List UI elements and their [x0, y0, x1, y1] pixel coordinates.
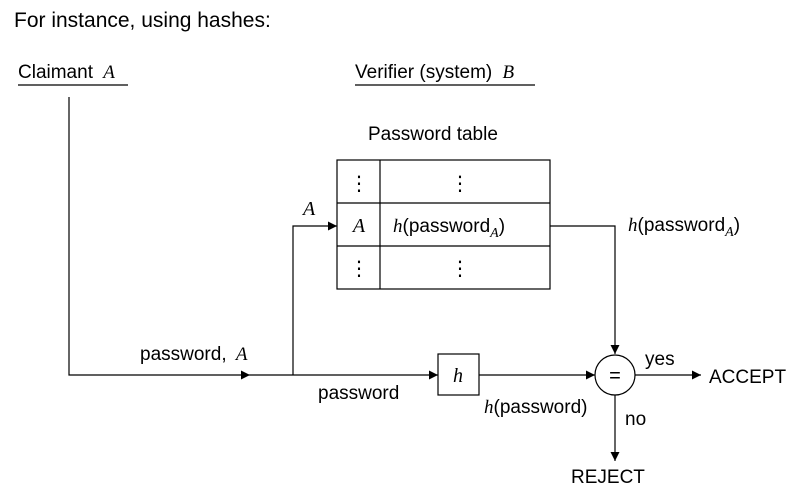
edge-label-password-a: password, A: [140, 344, 248, 365]
edge-label-no: no: [625, 409, 646, 430]
edge-label-password: password: [318, 383, 399, 404]
hash-box: h: [437, 353, 480, 396]
edge-table-to-compare: [550, 225, 620, 354]
verifier-label: Verifier (system): [355, 62, 492, 83]
compare-node: =: [594, 354, 636, 396]
svg-text:=: =: [609, 365, 621, 387]
outcome-accept: ACCEPT: [709, 367, 786, 388]
table-row-key: A: [351, 215, 366, 237]
password-table: ⋮ ⋮ ⋮ ⋮ A h(passwordA): [336, 159, 551, 290]
edge-branch-to-table: [292, 221, 337, 375]
svg-text:h: h: [453, 365, 463, 387]
edge-claimant-to-verifier: [68, 97, 438, 380]
table-vdots: ⋮: [450, 258, 470, 280]
table-row-value: h(passwordA): [393, 216, 505, 241]
claimant-label: Claimant: [18, 62, 94, 83]
svg-text:Verifier (system) B: Verifier (system) B: [355, 62, 515, 83]
verifier-header: Verifier (system) B: [355, 62, 535, 86]
edge-label-hash-password: h(password): [484, 397, 587, 418]
table-vdots: ⋮: [349, 258, 369, 280]
table-vdots: ⋮: [450, 173, 470, 195]
claimant-var: A: [101, 62, 115, 83]
table-title: Password table: [368, 124, 498, 145]
svg-text:Claimant A: Claimant A: [18, 62, 115, 83]
intro-text: For instance, using hashes:: [14, 9, 271, 32]
edge-label-table-hash: h(passwordA): [628, 215, 740, 240]
outcome-reject: REJECT: [571, 467, 645, 488]
edge-label-yes: yes: [645, 349, 675, 370]
edge-label-branch-a: A: [301, 198, 316, 220]
verifier-var: B: [503, 62, 515, 83]
table-vdots: ⋮: [349, 173, 369, 195]
claimant-header: Claimant A: [18, 62, 128, 86]
